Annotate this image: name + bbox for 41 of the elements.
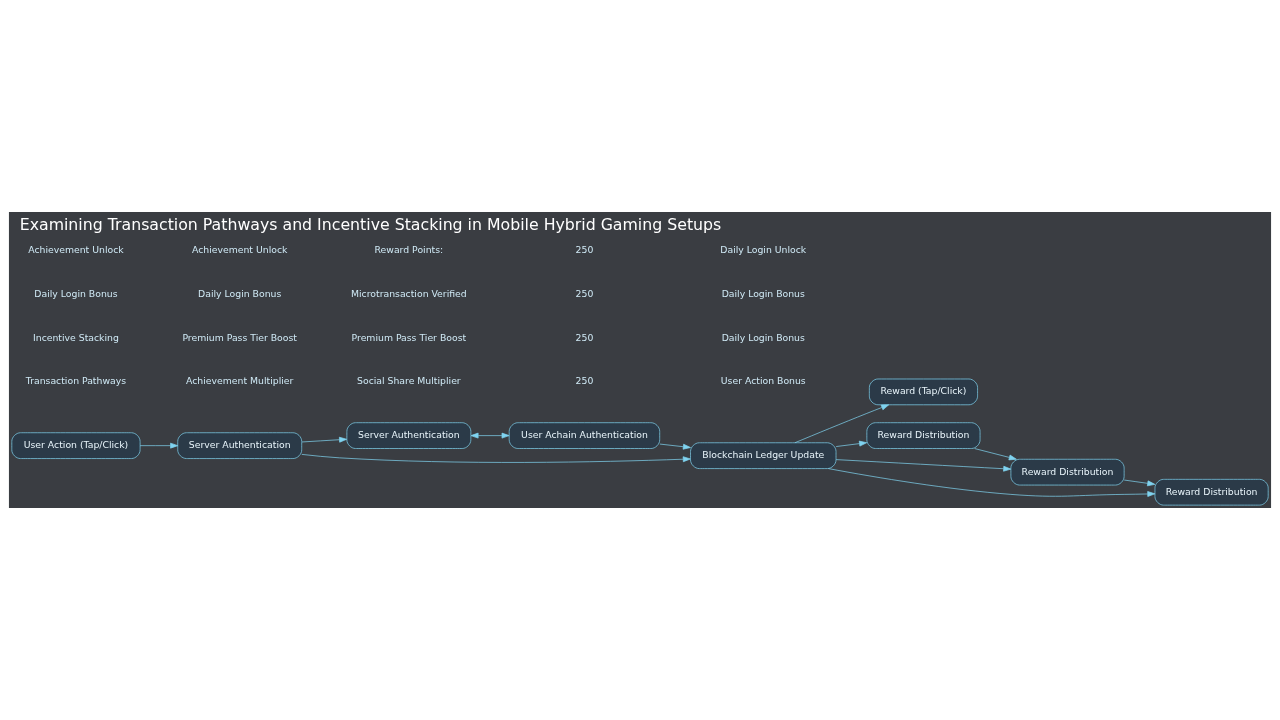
arrow xyxy=(974,448,1017,461)
node-box: Blockchain Ledger Update xyxy=(690,442,837,469)
node-box: User Achain Authentication xyxy=(508,422,661,449)
label: Premium Pass Tier Boost xyxy=(351,331,467,343)
label: Daily Login Unlock xyxy=(720,244,807,256)
arrow xyxy=(470,432,510,439)
node-box: User Action (Tap/Click) xyxy=(11,432,141,459)
label: 250 xyxy=(575,244,594,256)
label: 250 xyxy=(575,375,594,387)
arrow xyxy=(1123,479,1156,487)
label: Incentive Stacking xyxy=(33,331,119,343)
label: Social Share Multiplier xyxy=(357,375,461,387)
node-box: Reward (Tap/Click) xyxy=(869,378,978,406)
arrow xyxy=(139,442,179,449)
label: Achievement Unlock xyxy=(191,244,288,256)
label: Achievement Unlock xyxy=(28,244,124,256)
label: Premium Pass Tier Boost xyxy=(182,331,298,343)
node-box: Reward Distribution xyxy=(1010,458,1125,486)
label: Daily Login Bonus xyxy=(198,287,282,299)
label: Daily Login Bonus xyxy=(721,287,805,299)
node-box: Server Authentication xyxy=(346,422,472,449)
label: Microtransaction Verified xyxy=(350,287,467,299)
label: Daily Login Bonus xyxy=(34,287,118,299)
arrow xyxy=(301,436,348,443)
label: 250 xyxy=(575,287,594,299)
arrow xyxy=(835,440,868,447)
label: Daily Login Bonus xyxy=(721,331,805,343)
label: Reward Points: xyxy=(374,244,444,256)
label: User Action Bonus xyxy=(720,375,806,387)
arrow xyxy=(835,459,1012,472)
arrow xyxy=(794,404,890,444)
arrow xyxy=(659,443,691,450)
diagram-title: Examining Transaction Pathways and Incentive Stacking in Mobile Hybrid Gaming Setups xyxy=(19,215,722,235)
label: 250 xyxy=(575,331,594,343)
label: Achievement Multiplier xyxy=(186,375,294,387)
arrow xyxy=(828,468,1156,497)
node-box: Server Authentication xyxy=(177,432,303,459)
node-box: Reward Distribution xyxy=(1154,478,1269,506)
node-box: Reward Distribution xyxy=(866,422,981,449)
arrow xyxy=(301,454,691,463)
label: Transaction Pathways xyxy=(25,375,127,387)
